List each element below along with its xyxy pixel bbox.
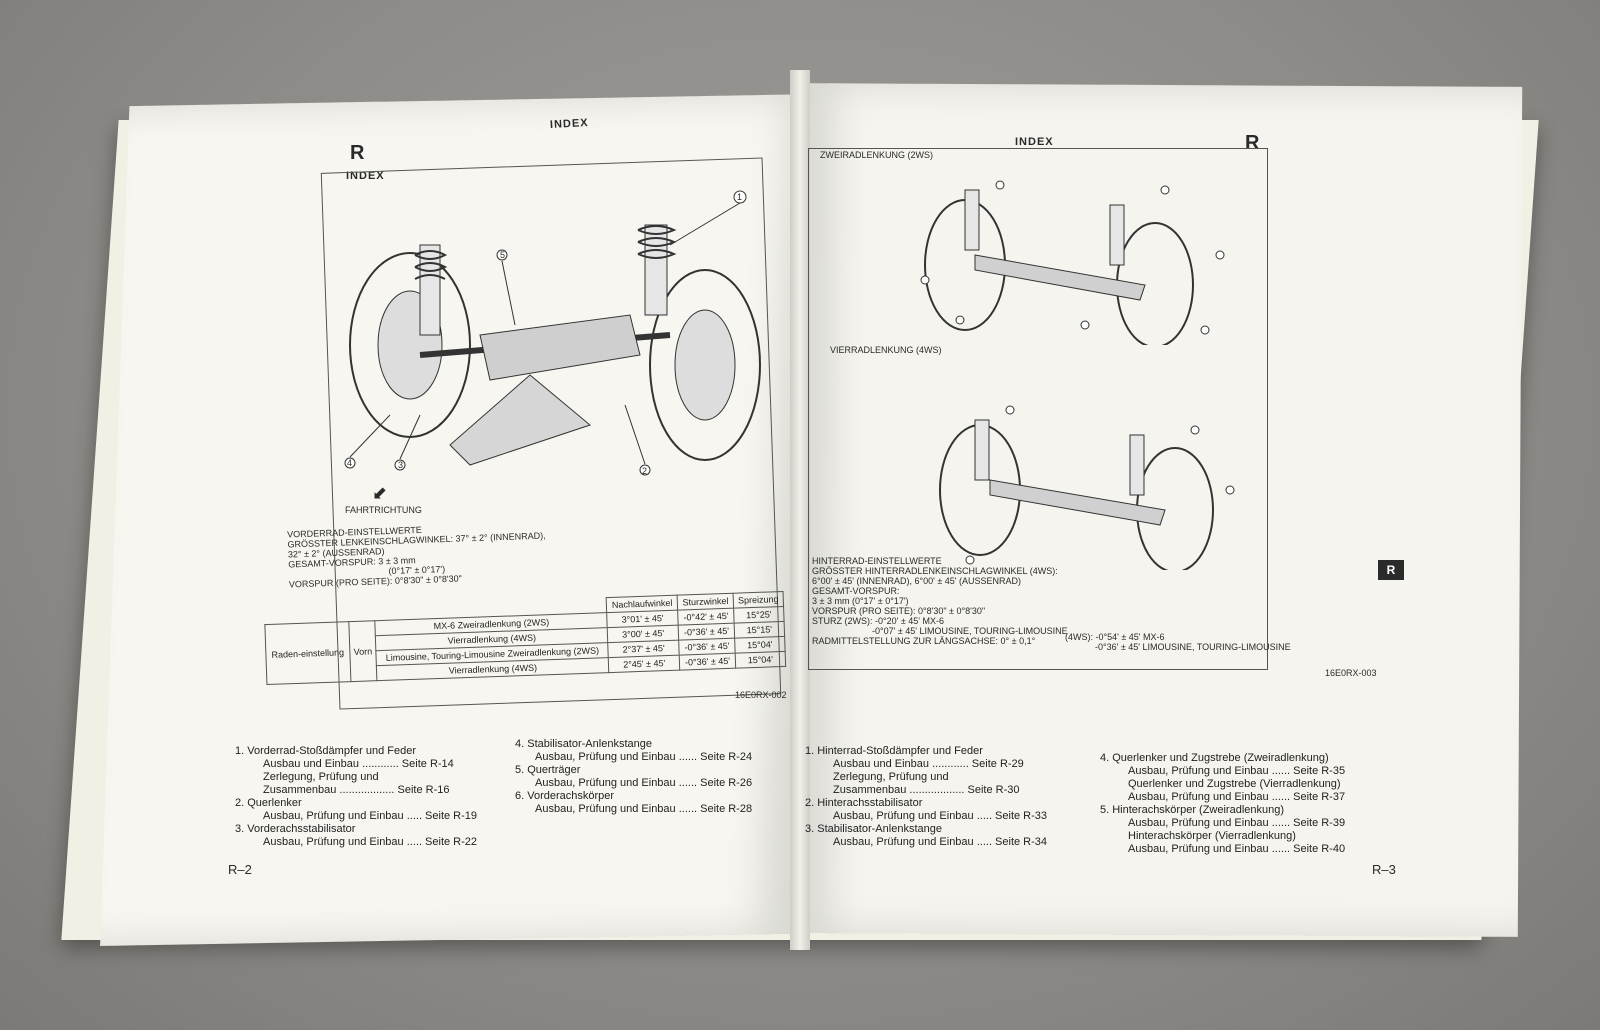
left-header: INDEX — [549, 116, 589, 132]
toc-line: Ausbau und Einbau ............ Seite R-2… — [833, 758, 1024, 770]
table-cell-variant: Zweiradlenkung (2WS) — [457, 617, 550, 631]
callout-5: 5 — [500, 250, 506, 260]
label-2ws: ZWEIRADLENKUNG (2WS) — [820, 150, 934, 160]
left-toc-column-1: 1. Vorderrad-Stoßdämpfer und Feder Ausba… — [235, 745, 477, 849]
rear-spec-line: 3 ± 3 mm (0°17' ± 0°17') — [812, 596, 909, 606]
rear-spec-line: VORSPUR (PRO SEITE): 0°8'30" ± 0°8'30" — [812, 606, 986, 616]
right-figure-frame — [808, 148, 1268, 670]
toc-line: 1. Vorderrad-Stoßdämpfer und Feder — [235, 745, 416, 757]
callout-3: 3 — [398, 460, 404, 470]
toc-line: Querlenker und Zugstrebe (Vierradlenkung… — [1128, 778, 1341, 790]
toc-line: Ausbau, Prüfung und Einbau ...... Seite … — [1128, 765, 1346, 777]
rear-suspension-4ws-diagram — [939, 405, 1235, 570]
left-section-title: INDEX — [346, 170, 385, 182]
rear-spec-line: HINTERRAD-EINSTELLWERTE — [812, 556, 942, 566]
direction-label: FAHRTRICHTUNG — [345, 505, 422, 515]
table-cell-model: MX-6 — [433, 620, 456, 632]
toc-line: 5. Querträger — [515, 764, 581, 776]
table-cell-variant: Zweiradlenkung (2WS) — [507, 645, 600, 659]
left-figure-code: 16E0RX-002 — [735, 690, 787, 700]
toc-line: 5. Hinterachskörper (Zweiradlenkung) — [1100, 804, 1285, 816]
toc-line: 2. Querlenker — [235, 797, 302, 809]
front-suspension-diagram — [344, 190, 761, 476]
toc-line: Ausbau, Prüfung und Einbau ...... Seite … — [1128, 843, 1346, 855]
section-tab-r[interactable]: R — [1378, 560, 1404, 580]
table-cell: 15°25' — [733, 606, 785, 624]
toc-line: Hinterachskörper (Vierradlenkung) — [1128, 830, 1296, 842]
rear-spec-block: HINTERRAD-EINSTELLWERTE GRÖSSTER HINTERR… — [812, 556, 1068, 646]
rear-spec-line: GRÖSSTER HINTERRADLENKEINSCHLAGWINKEL (4… — [812, 566, 1058, 576]
rear-spec-line: (4WS): -0°54' ± 45' MX-6 — [1065, 632, 1165, 642]
label-4ws: VIERRADLENKUNG (4WS) — [830, 345, 942, 355]
toc-line: Ausbau, Prüfung und Einbau ...... Seite … — [1128, 791, 1346, 803]
left-section-letter: R — [350, 142, 365, 164]
toc-line: Ausbau, Prüfung und Einbau ..... Seite R… — [263, 836, 478, 848]
toc-line: Zusammenbau .................. Seite R-1… — [263, 784, 450, 796]
right-toc-column-1: 1. Hinterrad-Stoßdämpfer und Feder Ausba… — [805, 745, 1047, 849]
toc-line: Ausbau, Prüfung und Einbau ...... Seite … — [535, 777, 753, 789]
rear-suspension-2ws-diagram — [920, 180, 1225, 345]
table-cell: -0°36' ± 45' — [679, 653, 736, 671]
front-spec-block: VORDERRAD-EINSTELLWERTE GRÖSSTER LENKEIN… — [287, 521, 547, 590]
book-gutter — [790, 70, 810, 950]
callout-4: 4 — [347, 458, 353, 468]
table-cell: 15°04' — [735, 651, 786, 669]
right-figure-code: 16E0RX-003 — [1325, 668, 1377, 678]
arrow-down-left-icon: ⬋ — [372, 483, 388, 503]
left-toc-column-2: 4. Stabilisator-Anlenkstange Ausbau, Prü… — [515, 738, 752, 816]
toc-line: Ausbau, Prüfung und Einbau ...... Seite … — [535, 803, 753, 815]
right-page-number: R–3 — [1372, 862, 1396, 877]
toc-line: 3. Stabilisator-Anlenkstange — [805, 823, 942, 835]
table-cell: 2°45' ± 45' — [608, 655, 680, 673]
rear-spec-line: 6°00' ± 45' (INNENRAD), 6°00' ± 45' (AUS… — [812, 576, 1022, 586]
toc-line: 3. Vorderachsstabilisator — [235, 823, 356, 835]
toc-line: Ausbau, Prüfung und Einbau ...... Seite … — [1128, 817, 1346, 829]
callout-1: 1 — [737, 192, 743, 202]
toc-line: Zerlegung, Prüfung und — [833, 771, 949, 783]
table-cell-model: Limousine, Touring-Limousine — [385, 648, 506, 663]
rear-spec-line: STURZ (2WS): -0°20' ± 45' MX-6 — [812, 616, 944, 626]
table-cell: Raden-einstellung — [264, 621, 351, 685]
toc-line: Ausbau und Einbau ............ Seite R-1… — [263, 758, 454, 770]
toc-line: Zerlegung, Prüfung und — [263, 771, 379, 783]
rear-spec-4ws-block: (4WS): -0°54' ± 45' MX-6 -0°36' ± 45' LI… — [1065, 632, 1291, 652]
toc-line: 1. Hinterrad-Stoßdämpfer und Feder — [805, 745, 983, 757]
toc-line: Zusammenbau .................. Seite R-3… — [833, 784, 1020, 796]
toc-line: Ausbau, Prüfung und Einbau ..... Seite R… — [833, 836, 1048, 848]
left-page-number: R–2 — [228, 862, 252, 877]
table-cell: Vorn — [348, 620, 378, 682]
toc-line: Ausbau, Prüfung und Einbau ..... Seite R… — [263, 810, 478, 822]
rear-spec-line: -0°36' ± 45' LIMOUSINE, TOURING-LIMOUSIN… — [1095, 642, 1291, 652]
rear-spec-line: RADMITTELSTELLUNG ZUR LÄNGSACHSE: 0° ± 0… — [812, 636, 1036, 646]
callout-2: 2 — [642, 466, 648, 476]
rear-spec-line: GESAMT-VORSPUR: — [812, 586, 900, 596]
right-toc-column-2: 4. Querlenker und Zugstrebe (Zweiradlenk… — [1100, 752, 1345, 856]
right-header: INDEX — [1015, 136, 1054, 148]
toc-line: Ausbau, Prüfung und Einbau ...... Seite … — [535, 751, 753, 763]
toc-line: 4. Querlenker und Zugstrebe (Zweiradlenk… — [1100, 752, 1329, 764]
toc-line: 6. Vorderachskörper — [515, 790, 615, 802]
toc-line: 4. Stabilisator-Anlenkstange — [515, 738, 652, 750]
table-cell: 15°04' — [734, 636, 786, 654]
toc-line: Ausbau, Prüfung und Einbau ..... Seite R… — [833, 810, 1048, 822]
rear-spec-line: -0°07' ± 45' LIMOUSINE, TOURING-LIMOUSIN… — [872, 626, 1068, 636]
toc-line: 2. Hinterachsstabilisator — [805, 797, 923, 809]
